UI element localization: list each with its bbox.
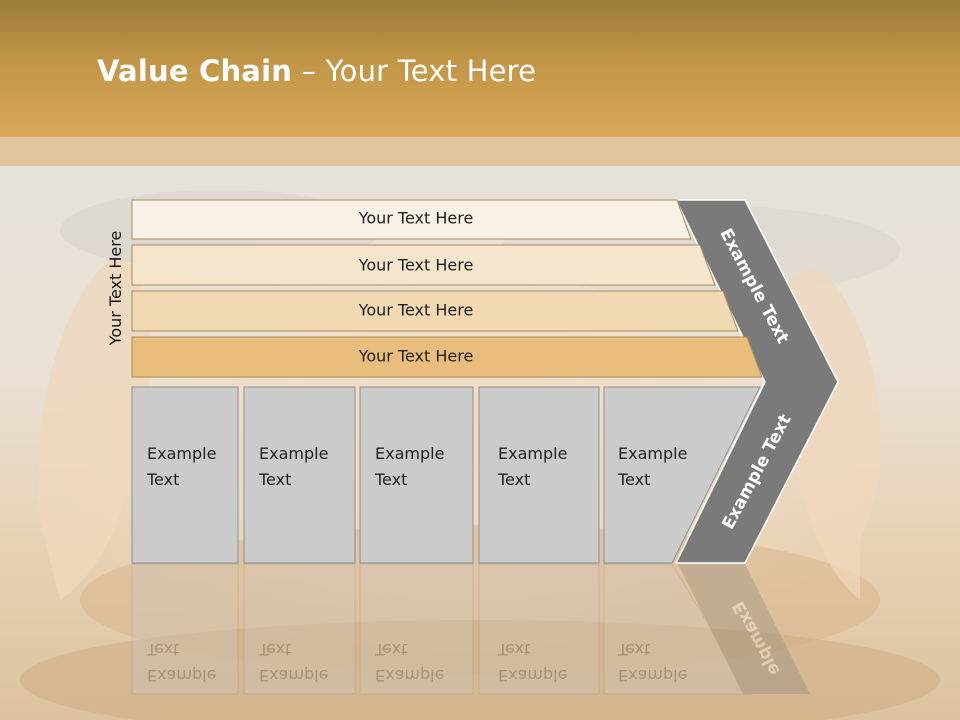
- title-rest: – Your Text Here: [292, 54, 537, 88]
- svg-text:Text: Text: [146, 640, 179, 659]
- svg-text:Text: Text: [258, 640, 291, 659]
- svg-text:Example: Example: [498, 666, 567, 685]
- box-line2: Text: [146, 470, 179, 489]
- activity-bar-label: Your Text Here: [358, 347, 474, 366]
- activity-box: [131, 386, 239, 564]
- activity-bar: [131, 290, 739, 332]
- svg-text:Text: Text: [617, 640, 650, 659]
- page-title: Value Chain – Your Text Here: [97, 54, 536, 88]
- activity-bar: [131, 199, 692, 240]
- activity-bar-label: Your Text Here: [358, 301, 474, 320]
- activity-bar: [131, 244, 716, 286]
- svg-text:Example: Example: [618, 666, 687, 685]
- box-line2: Text: [374, 470, 407, 489]
- activity-box: [603, 386, 761, 564]
- box-line1: Example: [259, 444, 328, 463]
- header-band: [0, 0, 960, 137]
- box-line2: Text: [617, 470, 650, 489]
- svg-text:Text: Text: [497, 640, 530, 659]
- header-sub-band: [0, 137, 960, 166]
- svg-text:Text: Text: [374, 640, 407, 659]
- box-line1: Example: [147, 444, 216, 463]
- activity-bar: [131, 336, 763, 378]
- activity-box: [359, 386, 474, 564]
- activity-box: [478, 386, 600, 564]
- svg-text:Example: Example: [147, 666, 216, 685]
- activity-bar-label: Your Text Here: [358, 256, 474, 275]
- svg-text:Example: Example: [375, 666, 444, 685]
- activity-bar-label: Your Text Here: [358, 209, 474, 228]
- activity-box: [243, 386, 356, 564]
- diagram-reflection: Example Text Example Text Example Text Exam…: [131, 563, 810, 695]
- box-line1: Example: [618, 444, 687, 463]
- bars: Your Text Here Your Text Here Your Text …: [131, 199, 763, 378]
- svg-text:Example: Example: [259, 666, 328, 685]
- box-line1: Example: [498, 444, 567, 463]
- boxes: Example Text Example Text Example Text E…: [131, 386, 761, 564]
- box-line2: Text: [258, 470, 291, 489]
- box-line1: Example: [375, 444, 444, 463]
- title-bold: Value Chain: [97, 54, 293, 88]
- box-line2: Text: [497, 470, 530, 489]
